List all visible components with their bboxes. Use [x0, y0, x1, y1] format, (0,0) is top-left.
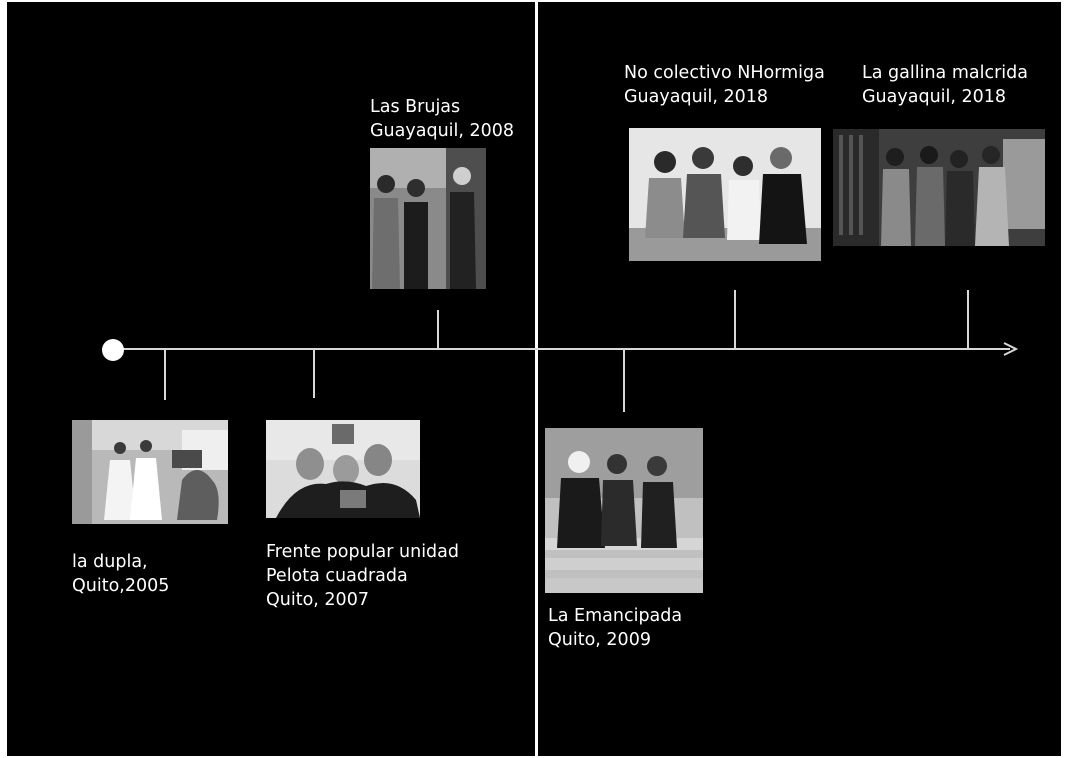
tick-gallina-malcrida	[967, 290, 969, 348]
photo-frente-popular	[266, 420, 420, 518]
photo-gallina-malcrida	[833, 129, 1045, 246]
photo-nhormiga	[629, 128, 821, 261]
caption-las-brujas: Las Brujas Guayaquil, 2008	[370, 95, 514, 143]
tick-la-dupla	[164, 350, 166, 400]
photo-las-brujas	[370, 148, 486, 289]
caption-line: Guayaquil, 2008	[370, 121, 515, 141]
tick-frente-popular	[313, 350, 315, 398]
right-panel	[538, 2, 1061, 756]
caption-line: Quito,2005	[72, 576, 170, 596]
caption-nhormiga: No colectivo NHormiga Guayaquil, 2018	[624, 61, 825, 109]
caption-frente-popular: Frente popular unidad Pelota cuadrada Qu…	[266, 540, 459, 612]
caption-line: la dupla,	[72, 552, 148, 572]
timeline-axis	[112, 348, 1010, 350]
timeline-start-dot	[102, 339, 124, 361]
caption-line: Frente popular unidad	[266, 542, 459, 562]
arrow-right-icon	[1003, 342, 1018, 356]
tick-nhormiga	[734, 290, 736, 348]
photo-la-emancipada	[545, 428, 703, 593]
caption-gallina-malcrida: La gallina malcrida Guayaquil, 2018	[862, 61, 1028, 109]
caption-line: Quito, 2007	[266, 590, 369, 610]
tick-las-brujas	[437, 310, 439, 348]
caption-line: Las Brujas	[370, 97, 461, 117]
caption-line: Quito, 2009	[548, 630, 651, 650]
caption-la-dupla: la dupla, Quito,2005	[72, 550, 169, 598]
photo-la-dupla	[72, 420, 228, 524]
caption-line: La Emancipada	[548, 606, 683, 626]
caption-line: Guayaquil, 2018	[624, 87, 769, 107]
tick-la-emancipada	[623, 350, 625, 412]
caption-line: No colectivo NHormiga	[624, 63, 825, 83]
caption-line: La gallina malcrida	[862, 63, 1028, 83]
caption-line: Guayaquil, 2018	[862, 87, 1007, 107]
caption-la-emancipada: La Emancipada Quito, 2009	[548, 604, 682, 652]
left-panel	[7, 2, 535, 756]
caption-line: Pelota cuadrada	[266, 566, 408, 586]
